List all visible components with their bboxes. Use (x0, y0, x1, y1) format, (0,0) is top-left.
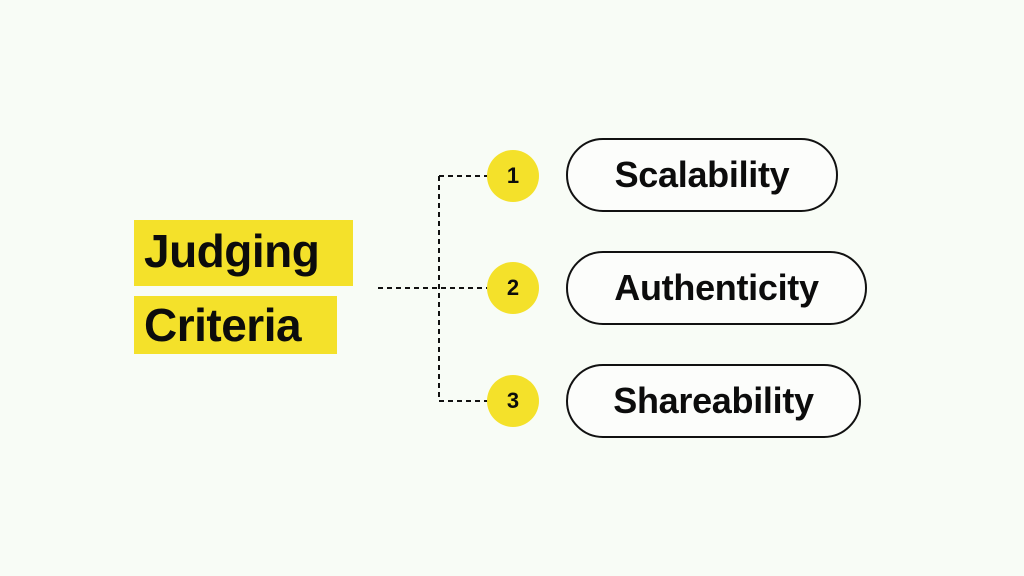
criterion-pill-scalability: Scalability (566, 138, 838, 212)
title-line-2: Criteria (134, 296, 337, 354)
criterion-number-badge: 2 (487, 262, 539, 314)
criterion-number-badge: 3 (487, 375, 539, 427)
criterion-number-badge: 1 (487, 150, 539, 202)
title-line-1: Judging (134, 220, 353, 286)
criterion-pill-authenticity: Authenticity (566, 251, 867, 325)
criterion-pill-shareability: Shareability (566, 364, 861, 438)
